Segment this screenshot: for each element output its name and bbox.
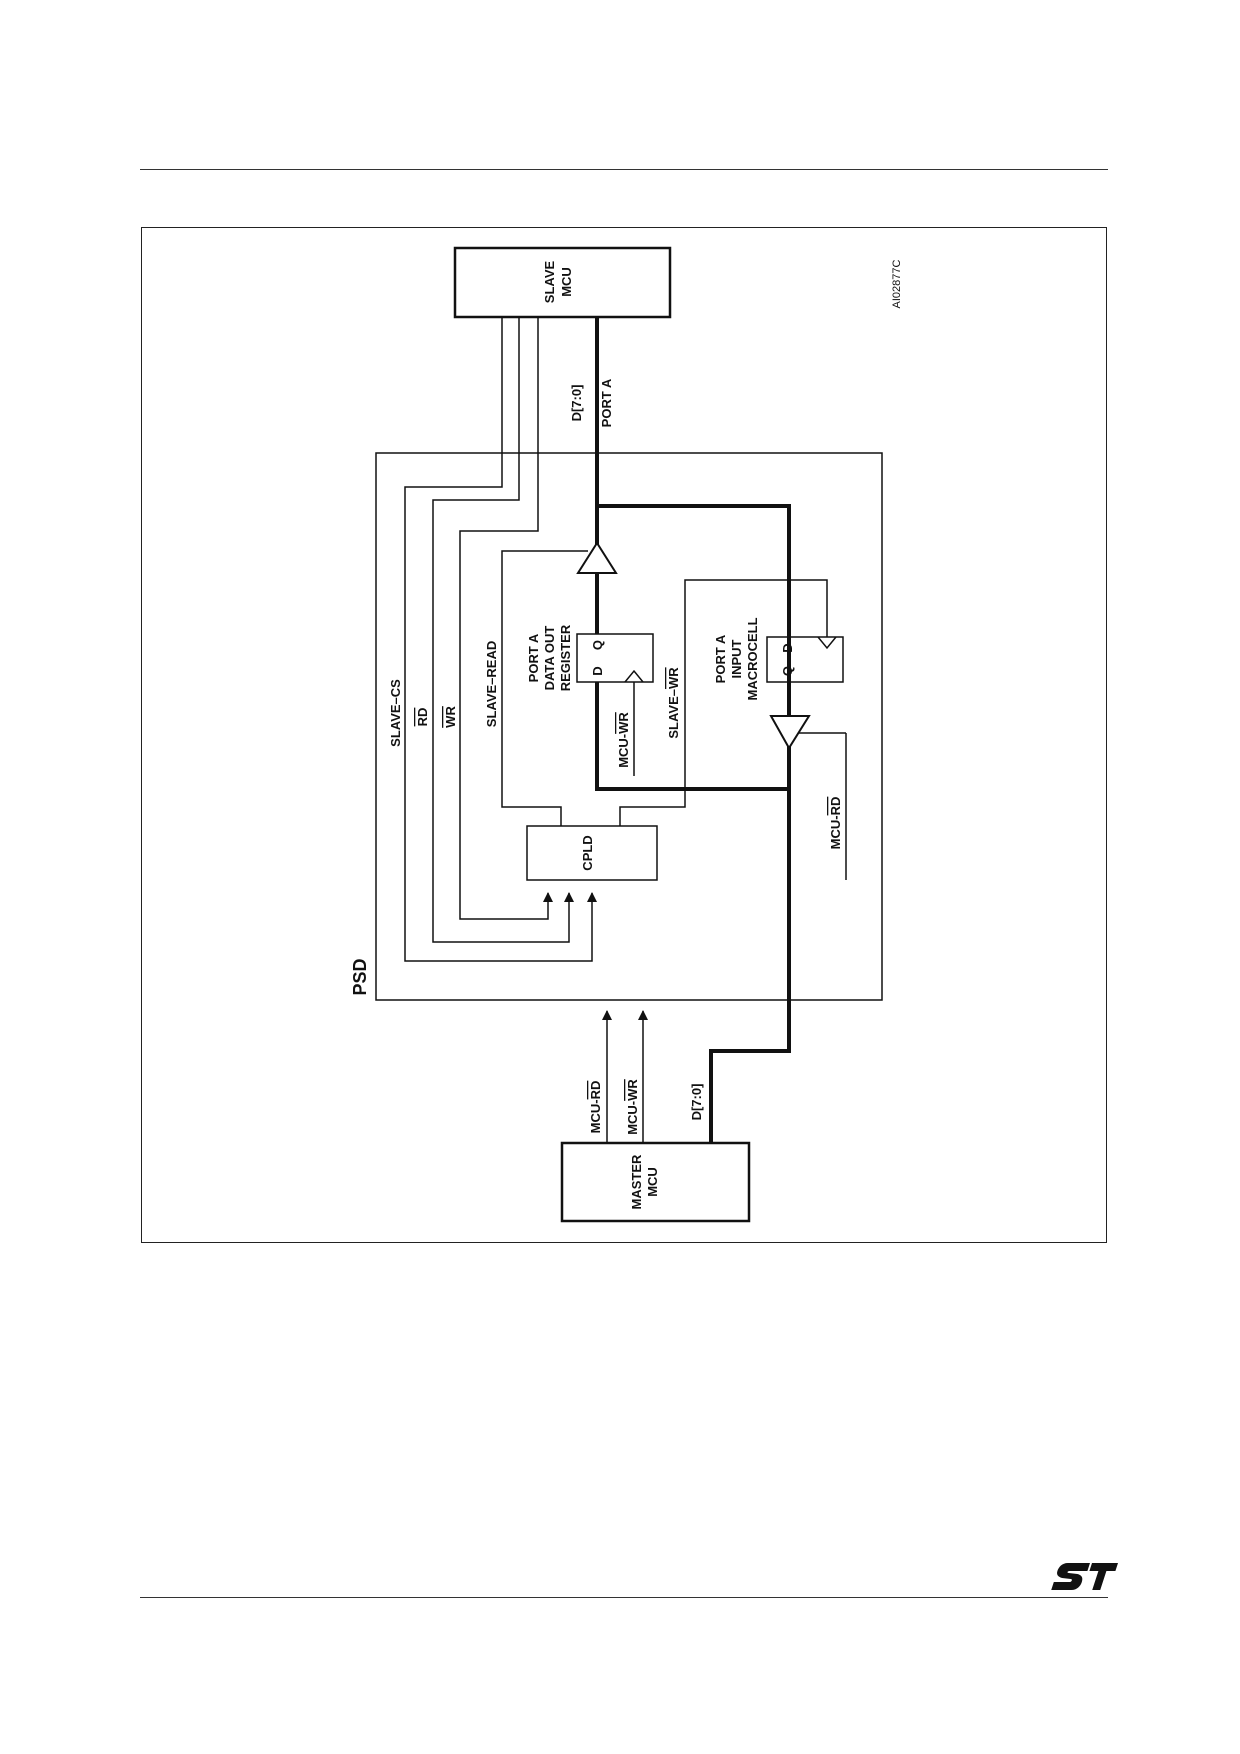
master-mcu-wr-label: MCU-WR [625, 1079, 640, 1135]
register-label-3: REGISTER [558, 624, 573, 691]
buffer-mcu-prefix: MCU- [828, 815, 843, 849]
slave-cs-label: SLAVE–CS [388, 679, 403, 747]
master-wr-prefix: MCU- [625, 1101, 640, 1135]
register-mcu-prefix: MCU- [616, 734, 631, 768]
output-buffer [576, 541, 618, 574]
macrocell-label-2: INPUT [729, 639, 744, 678]
register-to-bus-line [595, 682, 789, 791]
macrocell-label-1: PORT A [713, 634, 728, 683]
slave-read-label: SLAVE–READ [484, 641, 499, 727]
wr-line [459, 317, 553, 920]
figure-frame [141, 227, 1107, 1243]
buffer-rd-bar: RD [828, 797, 843, 816]
master-rd-prefix: MCU- [588, 1099, 603, 1133]
slave-mcu-label-1: SLAVE [542, 260, 557, 303]
master-mcu-label-1: MASTER [629, 1154, 644, 1210]
master-bus-label: D[7:0] [689, 1084, 704, 1121]
register-q-pin: Q [590, 640, 605, 650]
figure-id: AI02877C [891, 259, 903, 308]
master-mcu-box [560, 1141, 751, 1223]
register-mcu-wr-label: MCU-WR [616, 712, 631, 768]
psd-box [375, 452, 883, 1001]
port-a-bus-label: D[7:0] [569, 385, 584, 422]
wr-label: WR [443, 706, 458, 728]
master-mcu-label-2: MCU [645, 1167, 660, 1197]
slave-mcu-label-2: MCU [559, 267, 574, 297]
cpld-box [526, 825, 658, 881]
slave-wr-bar: WR [666, 667, 681, 689]
master-mcu-rd-label: MCU-RD [588, 1081, 603, 1134]
buffer-mcu-rd-label: MCU-RD [828, 797, 843, 850]
macrocell-q-pin: Q [780, 666, 795, 676]
input-macrocell-box [766, 636, 844, 683]
port-a-label: PORT A [599, 378, 614, 427]
internal-bus-loop [597, 504, 791, 1143]
header-rule [140, 169, 1108, 170]
input-buffer [769, 715, 811, 750]
macrocell-clock-mark [817, 636, 837, 650]
data-out-register-box [576, 633, 654, 683]
master-rd-bar: RD [588, 1081, 603, 1100]
slave-read-line [501, 550, 588, 826]
register-label-1: PORT A [526, 633, 541, 682]
slave-wr-prefix: SLAVE– [666, 689, 681, 739]
register-clock-mark [624, 669, 644, 683]
slave-mcu-box [453, 246, 672, 319]
register-wr-bar: WR [616, 712, 631, 734]
st-logo [1051, 1563, 1118, 1590]
slave-cs-line [404, 317, 597, 962]
slave-wr-label: SLAVE–WR [666, 667, 681, 739]
register-d-pin: D [590, 666, 605, 675]
macrocell-d-pin: D [780, 643, 795, 652]
macrocell-label-3: MACROCELL [745, 617, 760, 700]
master-wr-bar: WR [625, 1079, 640, 1101]
register-label-2: DATA OUT [542, 626, 557, 691]
cpld-label: CPLD [580, 835, 595, 870]
rd-label: RD [415, 708, 430, 727]
psd-label: PSD [350, 958, 370, 995]
footer-rule [140, 1597, 1108, 1598]
rd-line [432, 317, 574, 943]
slave-wr-line [619, 579, 828, 826]
